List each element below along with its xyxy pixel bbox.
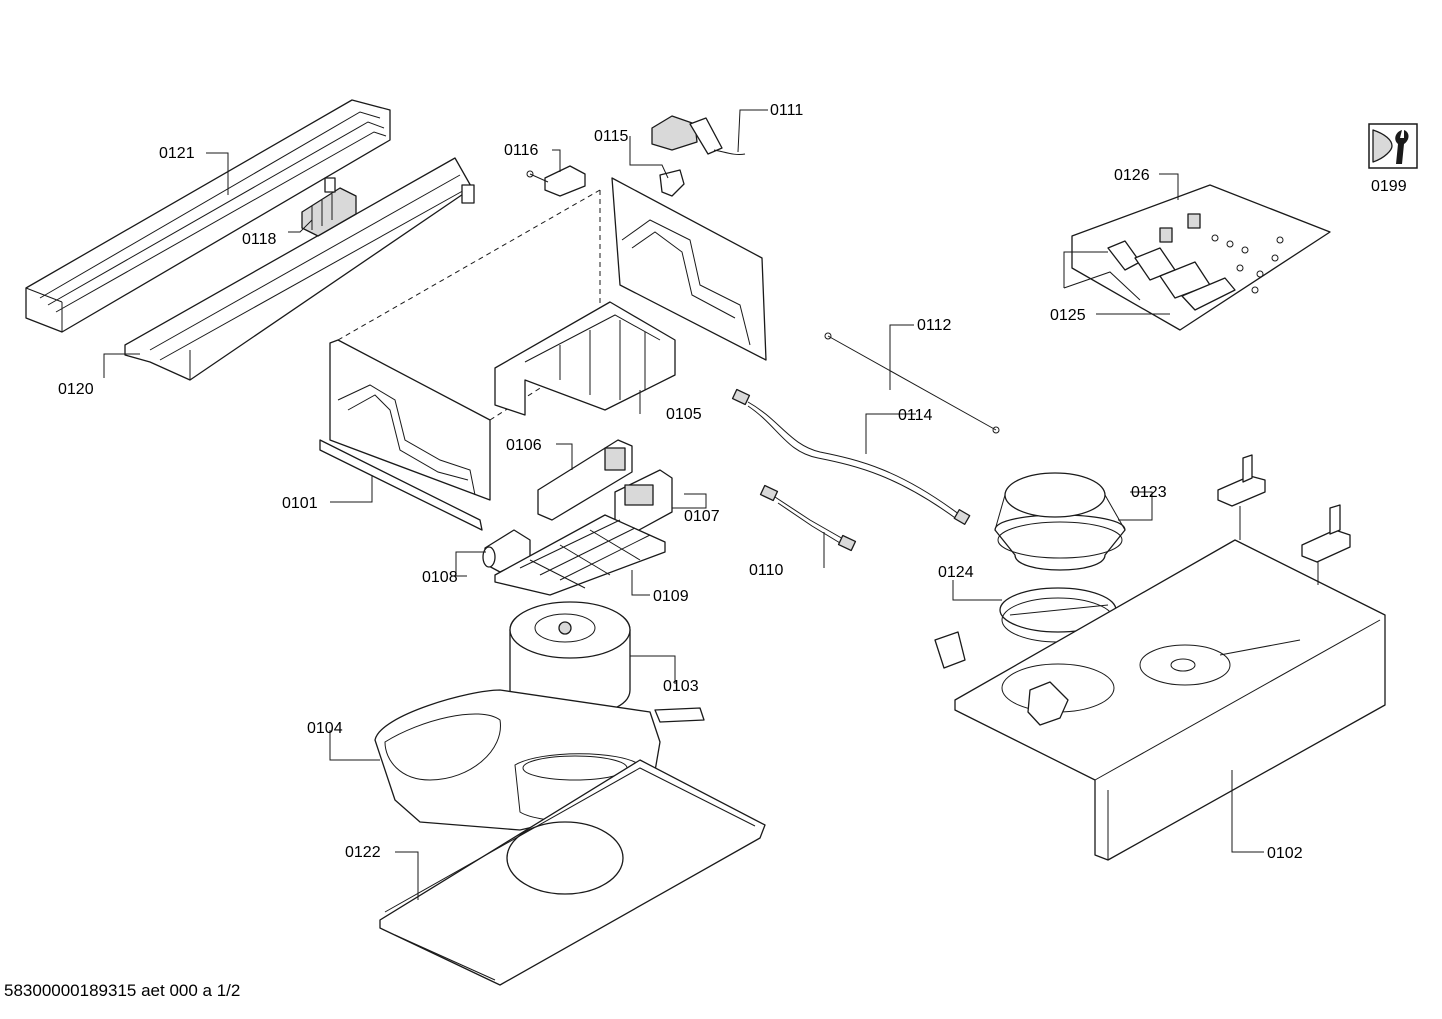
- label-0120: 0120: [58, 381, 94, 398]
- wrench-icon: [1368, 123, 1418, 169]
- part-0118-connector-block[interactable]: [301, 177, 357, 237]
- label-0199: 0199: [1371, 178, 1407, 195]
- part-0126-hardware-kit[interactable]: [1071, 184, 1331, 331]
- part-0109-filter-tray[interactable]: [494, 514, 666, 596]
- part-0106-control-board[interactable]: [537, 439, 633, 521]
- part-0120-mounting-channel[interactable]: [124, 157, 475, 381]
- part-labels: 0121 0118 0120 0101 0116 0115 0111 0105 …: [58, 102, 1407, 862]
- label-0114: 0114: [898, 407, 933, 424]
- label-0125: 0125: [1050, 307, 1086, 324]
- label-0121: 0121: [159, 145, 195, 162]
- leader-lines: [103, 109, 1319, 900]
- part-0115-clip-bracket[interactable]: [659, 169, 685, 197]
- label-0107: 0107: [684, 508, 720, 525]
- label-0103: 0103: [663, 678, 699, 695]
- part-0121-trim-rail[interactable]: [25, 99, 391, 333]
- part-0116-switch[interactable]: [526, 165, 586, 197]
- label-0108: 0108: [422, 569, 458, 586]
- label-0111: 0111: [770, 102, 803, 119]
- label-0124: 0124: [938, 564, 974, 581]
- label-0118: 0118: [242, 231, 277, 248]
- label-0116: 0116: [504, 142, 539, 159]
- label-0102: 0102: [1267, 845, 1303, 862]
- label-0109: 0109: [653, 588, 689, 605]
- label-0115: 0115: [594, 128, 629, 145]
- label-0112: 0112: [917, 317, 952, 334]
- part-0103-fan-motor[interactable]: [509, 601, 631, 717]
- document-footer-code: 58300000189315 aet 000 a 1/2: [4, 981, 241, 1000]
- label-0123: 0123: [1131, 484, 1167, 501]
- part-0123-exhaust-collar[interactable]: [994, 472, 1126, 571]
- part-0112-rod[interactable]: [824, 332, 1000, 434]
- label-0126: 0126: [1114, 167, 1150, 184]
- label-0122: 0122: [345, 844, 381, 861]
- part-0102-mounting-base[interactable]: [954, 539, 1386, 861]
- label-0106: 0106: [506, 437, 542, 454]
- label-0104: 0104: [307, 720, 343, 737]
- label-0101: 0101: [282, 495, 318, 512]
- part-0110-short-cable[interactable]: [759, 484, 857, 552]
- part-0122-base-plate[interactable]: [379, 759, 766, 986]
- part-0105-air-duct-housing[interactable]: [494, 301, 676, 416]
- part-0101-housing-frame[interactable]: [319, 177, 767, 531]
- part-brackets[interactable]: [934, 454, 1351, 726]
- part-0114-long-cable[interactable]: [731, 388, 971, 525]
- label-0105: 0105: [666, 406, 702, 423]
- part-0111-power-cord[interactable]: [651, 115, 746, 155]
- label-0110: 0110: [749, 562, 784, 579]
